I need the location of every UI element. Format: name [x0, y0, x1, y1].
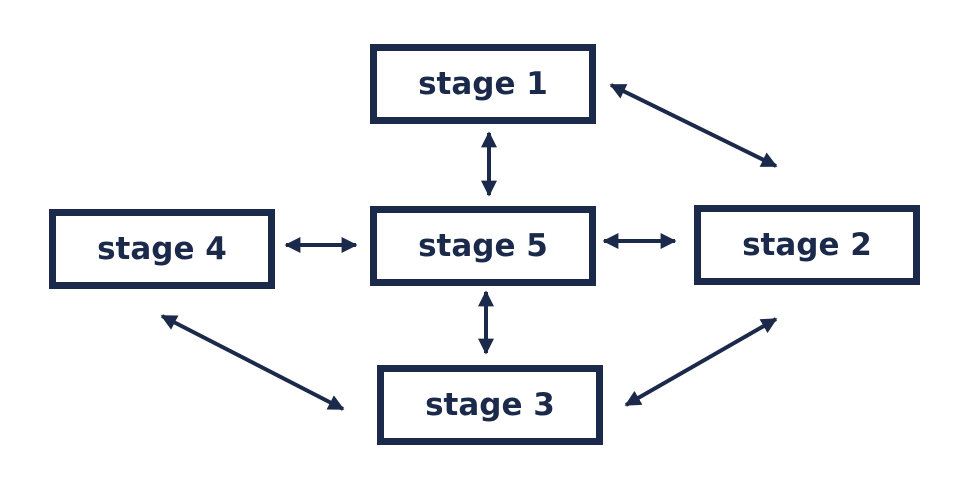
stage-2-label: stage 2 [742, 227, 872, 263]
stage-4-box: stage 4 [49, 209, 275, 289]
arrow-stage1-stage2 [609, 83, 778, 168]
stage-5-label: stage 5 [418, 228, 548, 264]
arrow-stage2-stage3 [624, 317, 778, 407]
arrow-stage4-stage3 [160, 314, 345, 411]
stage-4-label: stage 4 [97, 231, 227, 267]
stage-3-label: stage 3 [425, 387, 555, 423]
stage-2-box: stage 2 [694, 205, 920, 285]
stage-1-box: stage 1 [370, 44, 596, 124]
stage-1-label: stage 1 [418, 66, 548, 102]
stage-3-box: stage 3 [377, 365, 603, 445]
stage-5-box: stage 5 [370, 206, 596, 286]
